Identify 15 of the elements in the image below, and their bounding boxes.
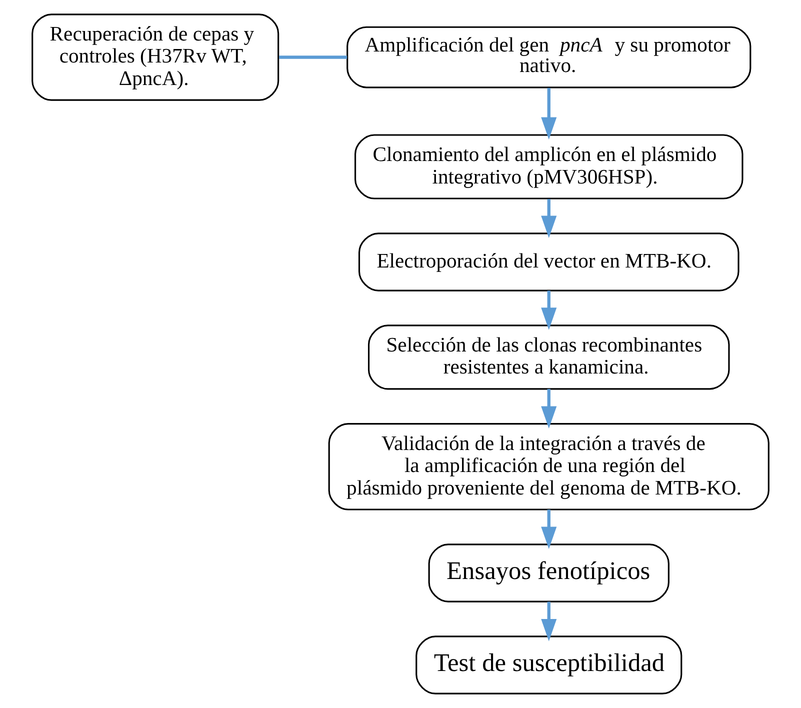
connector [279,56,348,59]
arrow [541,510,557,550]
arrow [541,602,557,642]
node-box: Amplificación del gen pncA y su promotor nativo. [346,26,752,88]
arrow [541,198,557,238]
node-box: Clonamiento del amplicón en el plásmido integrativo (pMV306HSP). [354,134,744,200]
node-box: Electroporación del vector en MTB-KO. [358,232,740,292]
node-box: Recuperación de cepas y controles (H37Rv WT, ΔpncA). [32,14,280,101]
arrow [541,290,557,330]
node-box: Test de susceptibilidad [416,636,682,694]
node-box: Selección de las clonas recombinantes resistentes a kanamicina. [368,324,730,390]
node-box: Ensayos fenotípicos [428,544,670,602]
node-box: Validación de la integración a través de la amplificación de una región del plásmido proveniente del genoma de MTB-KO. [328,423,770,510]
arrow [541,388,557,429]
arrow [541,88,557,140]
